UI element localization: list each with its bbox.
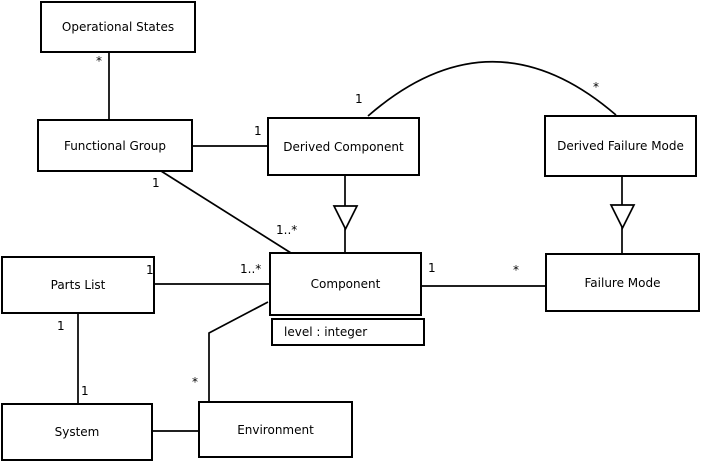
- class-system[interactable]: System: [1, 403, 153, 461]
- multiplicity-operational-states: *: [96, 54, 102, 68]
- class-parts-list-label: Parts List: [50, 278, 106, 292]
- multiplicity-component-topleft: 1..*: [276, 223, 298, 237]
- class-system-label: System: [54, 425, 100, 439]
- multiplicity-environment-top: *: [192, 375, 198, 389]
- class-failure-mode[interactable]: Failure Mode: [545, 253, 700, 312]
- generalization-triangle-icon: [609, 204, 636, 230]
- edge-component-environment: [208, 301, 269, 402]
- class-environment[interactable]: Environment: [198, 401, 353, 458]
- multiplicity-parts-list-bottom: 1: [57, 319, 65, 333]
- multiplicity-component-right: 1: [428, 261, 436, 275]
- class-operational-states-label: Operational States: [61, 20, 175, 34]
- class-derived-failure-mode[interactable]: Derived Failure Mode: [544, 115, 697, 177]
- multiplicity-arc-derived-failure-mode: *: [593, 80, 599, 94]
- class-derived-component[interactable]: Derived Component: [267, 117, 420, 176]
- multiplicity-system-top: 1: [81, 384, 89, 398]
- class-functional-group-label: Functional Group: [63, 138, 167, 153]
- class-failure-mode-label: Failure Mode: [584, 275, 661, 290]
- class-component-label: Component: [310, 277, 381, 291]
- class-environment-label: Environment: [237, 422, 314, 437]
- class-derived-component-label: Derived Component: [283, 139, 404, 154]
- class-functional-group[interactable]: Functional Group: [37, 119, 193, 172]
- multiplicity-failure-mode-left: *: [513, 263, 519, 277]
- class-component[interactable]: Component: [269, 252, 422, 316]
- edge-arc-derived-component-derived-failure-mode: [367, 60, 617, 117]
- class-derived-failure-mode-label: Derived Failure Mode: [557, 139, 684, 153]
- multiplicity-component-left: 1..*: [240, 262, 262, 276]
- multiplicity-derived-component-left: 1: [254, 124, 262, 138]
- multiplicity-parts-list-right: 1: [146, 263, 154, 277]
- class-operational-states[interactable]: Operational States: [40, 1, 196, 53]
- class-component-attribute-compartment[interactable]: level : integer: [271, 318, 425, 346]
- edge-functional-group-component: [160, 170, 292, 254]
- multiplicity-functional-group-bottom: 1: [152, 176, 160, 190]
- multiplicity-arc-derived-component: 1: [355, 92, 363, 106]
- class-component-attribute-level: level : integer: [284, 325, 368, 339]
- class-parts-list[interactable]: Parts List: [1, 256, 155, 314]
- generalization-triangle-icon: [332, 205, 359, 231]
